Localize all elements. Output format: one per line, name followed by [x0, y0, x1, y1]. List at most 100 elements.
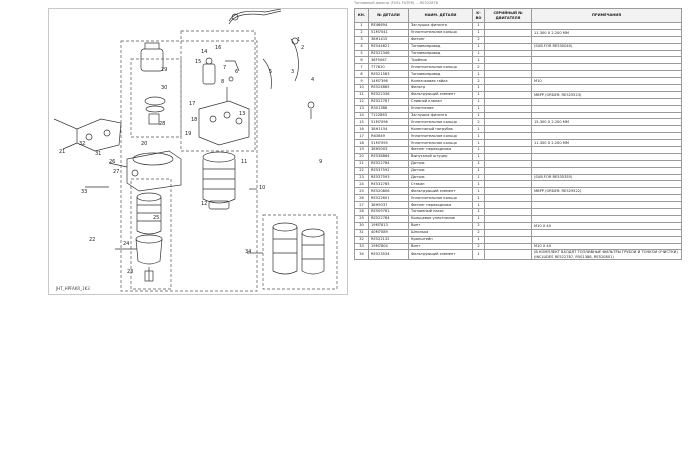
cell-row-index: 8 — [354, 70, 369, 79]
cell-serial-number — [484, 159, 532, 168]
cell-serial-number — [484, 235, 532, 244]
cell-notes — [531, 22, 682, 30]
cell-part-name: Стакан — [408, 180, 473, 189]
cell-part-number[interactable]: 19M7813 — [368, 221, 409, 230]
cell-part-number[interactable]: RE522784 — [368, 214, 409, 223]
cell-row-index: 15 — [354, 118, 369, 127]
cell-row-index: 7 — [354, 63, 369, 72]
cell-part-number[interactable]: 51M7041 — [368, 28, 409, 37]
callout-15: 15 — [195, 59, 202, 65]
cell-part-number[interactable]: RE522787 — [368, 97, 409, 106]
callout-24: 24 — [123, 241, 130, 247]
cell-notes — [531, 235, 682, 244]
cell-quantity: 1 — [472, 201, 485, 210]
cell-notes — [531, 84, 682, 92]
cell-quantity: 1 — [472, 139, 485, 148]
cell-part-number[interactable]: 19M7804 — [368, 242, 409, 251]
cell-part-number[interactable]: 51M7095 — [368, 139, 409, 148]
cell-part-number[interactable]: 38H5003 — [368, 146, 409, 154]
callout-9: 9 — [319, 159, 323, 165]
cell-part-number[interactable]: RE520806 — [368, 187, 409, 196]
cell-notes: 15.300 X 2.200 MM — [531, 118, 682, 127]
cell-serial-number — [484, 166, 532, 175]
cell-part-number[interactable]: RE524865 — [368, 84, 409, 92]
cell-row-index: 14 — [354, 111, 369, 120]
cell-row-index: 16 — [354, 125, 369, 134]
cell-part-number[interactable]: T77610 — [368, 63, 409, 72]
cell-serial-number — [484, 146, 532, 154]
cell-quantity: 1 — [472, 180, 485, 189]
cell-part-number[interactable]: 38H1154 — [368, 125, 409, 134]
cell-part-number[interactable]: 38H1415 — [368, 35, 409, 44]
cell-part-number[interactable]: 51M7096 — [368, 118, 409, 127]
cell-row-index: 30 — [354, 221, 369, 230]
cell-quantity: 2 — [472, 35, 485, 44]
cell-part-name: Тройник — [408, 56, 473, 65]
cell-quantity: 1 — [472, 132, 485, 141]
cell-part-number[interactable]: RE46694 — [368, 22, 409, 30]
cell-part-name: Фитинг — [408, 35, 473, 44]
cell-quantity: 1 — [472, 28, 485, 37]
cell-part-number[interactable]: 38F5067 — [368, 56, 409, 65]
cell-part-number[interactable]: T122863 — [368, 111, 409, 120]
cell-serial-number — [484, 201, 532, 210]
cell-part-number[interactable]: RE509761 — [368, 208, 409, 216]
cell-part-number[interactable]: 38H5037 — [368, 201, 409, 210]
cell-serial-number — [484, 125, 532, 134]
cell-notes — [531, 152, 682, 161]
callout-13: 13 — [239, 111, 246, 117]
cell-part-number[interactable]: RE523534 — [368, 249, 409, 261]
cell-part-number[interactable]: R501388 — [368, 104, 409, 113]
cell-part-number[interactable]: RE522132 — [368, 235, 409, 244]
diagram-caption: JHT_HPFAKR_1K3 — [56, 286, 90, 291]
cell-part-name: Заглушка фитинга — [408, 111, 473, 120]
cell-part-number[interactable]: 14M7396 — [368, 77, 409, 86]
cell-part-number[interactable]: RE522336 — [368, 90, 409, 99]
cell-part-number[interactable]: R63649 — [368, 132, 409, 141]
cell-quantity: 1 — [472, 159, 485, 168]
cell-part-number[interactable]: 40M7089 — [368, 228, 409, 237]
cell-part-number[interactable]: RE537592 — [368, 166, 409, 175]
cell-row-index: 28 — [354, 208, 369, 216]
cell-part-number[interactable]: RE537593 — [368, 173, 409, 182]
callout-4: 4 — [311, 77, 315, 83]
cell-part-name: Фильтрующий элемент — [408, 187, 473, 196]
cell-row-index: 19 — [354, 146, 369, 154]
cell-row-index: 1 — [354, 22, 369, 30]
callout-11: 11 — [241, 159, 248, 165]
callout-7: 7 — [223, 65, 227, 71]
cell-part-number[interactable]: RE544621 — [368, 42, 409, 51]
cell-quantity: 2 — [472, 221, 485, 230]
cell-notes — [531, 194, 682, 203]
callout-33: 33 — [81, 189, 88, 195]
cell-part-number[interactable]: RE532785 — [368, 180, 409, 189]
cell-notes: M10 X 40 — [531, 221, 682, 230]
cell-part-name: Колпачковая гайка — [408, 77, 473, 86]
cell-row-index: 31 — [354, 228, 369, 237]
cell-row-index: 4 — [354, 42, 369, 51]
cell-part-number[interactable]: RE521583 — [368, 70, 409, 79]
callout-23: 23 — [127, 269, 134, 275]
cell-notes — [531, 125, 682, 134]
cell-notes: (SUB FOR RE535355) — [531, 173, 682, 182]
cell-notes — [531, 159, 682, 168]
cell-part-number[interactable]: RE522784 — [368, 159, 409, 168]
cell-part-number[interactable]: RE522601 — [368, 194, 409, 203]
callout-2: 2 — [301, 45, 305, 51]
cell-quantity: 1 — [472, 235, 485, 244]
cell-part-number[interactable]: RE538864 — [368, 152, 409, 161]
cell-quantity: 1 — [472, 70, 485, 79]
cell-part-number[interactable]: RE522346 — [368, 49, 409, 58]
cell-quantity: 1 — [472, 84, 485, 92]
cell-part-name: Датчик — [408, 173, 473, 182]
cell-serial-number — [484, 221, 532, 230]
